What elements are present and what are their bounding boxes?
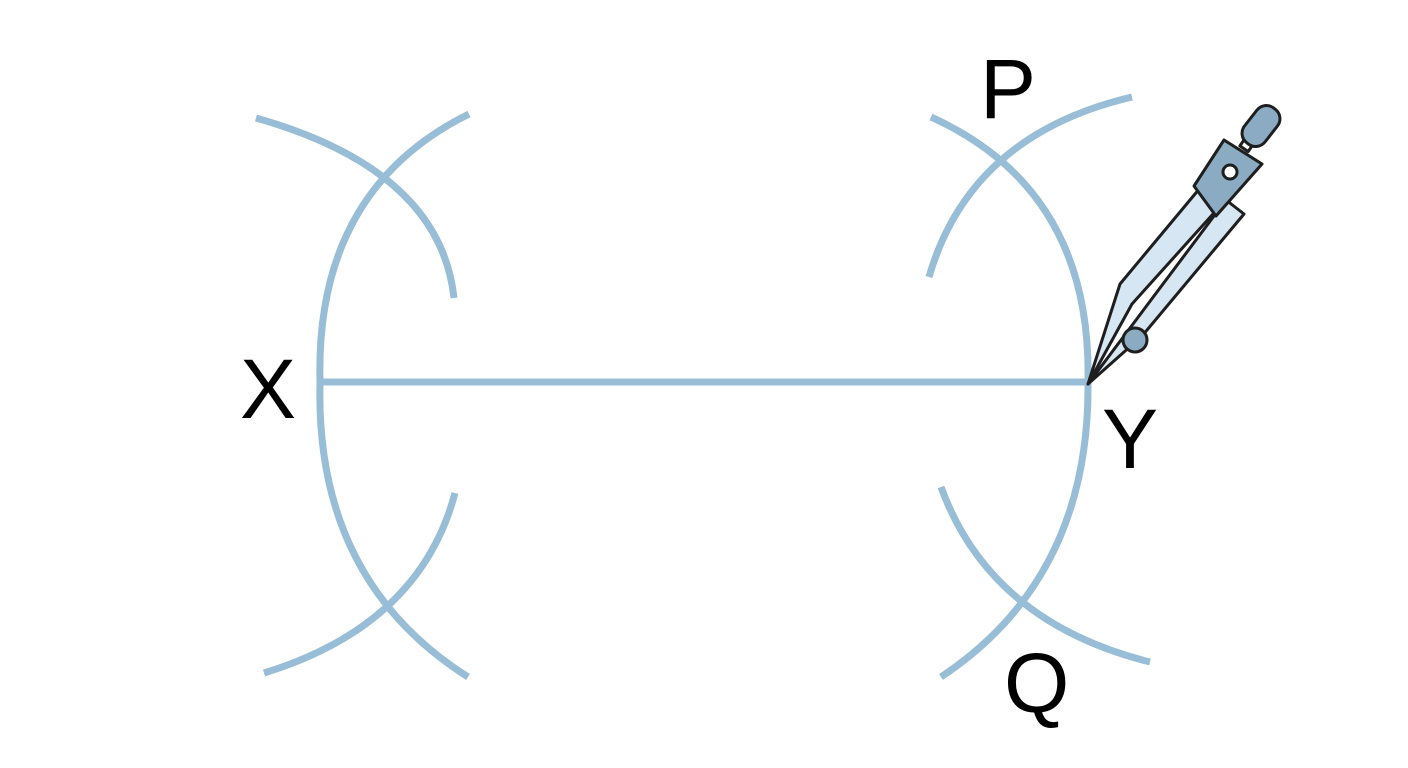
arc-right-vertical-lower xyxy=(939,381,1092,680)
arc-left-vertical-upper xyxy=(316,110,471,383)
arc-left-vertical-lower xyxy=(316,381,470,680)
arc-from-y-upper xyxy=(255,114,458,299)
compass-knob xyxy=(1121,326,1149,354)
arc-from-x-lower xyxy=(937,485,1151,666)
compass-leg-pencil xyxy=(1086,186,1224,386)
compass-handle xyxy=(1240,104,1282,148)
compass-icon xyxy=(1086,104,1282,386)
compass-hinge-pin xyxy=(1221,163,1239,181)
arc-right-vertical-upper xyxy=(929,113,1092,383)
label-x: X xyxy=(240,342,296,436)
label-q: Q xyxy=(1004,636,1069,730)
label-y: Y xyxy=(1102,392,1158,486)
label-p: P xyxy=(980,42,1036,136)
